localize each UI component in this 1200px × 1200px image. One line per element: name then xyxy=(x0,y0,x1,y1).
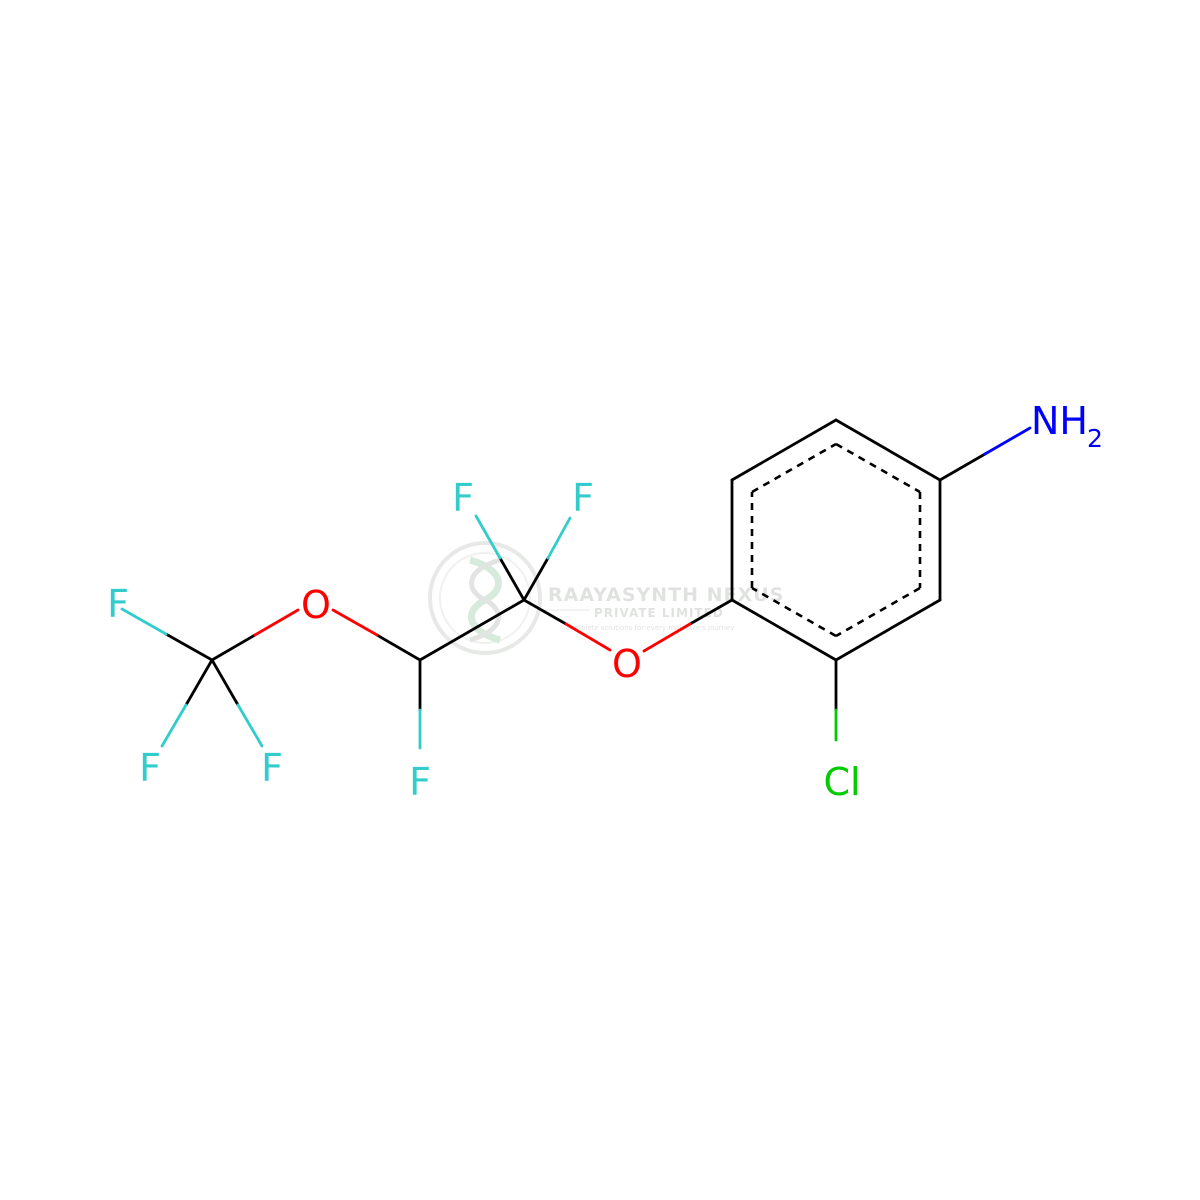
bond-f6-half xyxy=(546,516,572,560)
bond-cf3-o1-half xyxy=(210,633,257,662)
watermark-inner-ring xyxy=(439,552,531,644)
atom-cl: Cl xyxy=(823,760,860,804)
atom-f1: F xyxy=(107,582,129,626)
bond-cf2-o2-half xyxy=(522,598,568,626)
watermark-helix-strand-icon xyxy=(469,557,501,643)
bond-f1-half xyxy=(120,607,168,636)
bond-f5-half xyxy=(474,514,502,560)
watermark: RAAYASYNTH NEXUS PRIVATE LIMITED complet… xyxy=(428,541,784,655)
bond-cf3-f2-half xyxy=(184,658,214,707)
atom-f4: F xyxy=(409,760,431,804)
bond-ring-1 xyxy=(834,418,942,482)
aromatic-dash-1 xyxy=(835,442,921,494)
bond-n-half xyxy=(983,426,1032,456)
watermark-tagline: complete solutions for every molecule's … xyxy=(566,624,734,632)
hetero-bonds xyxy=(120,426,1032,750)
bond-cf2-chf xyxy=(418,598,526,662)
bond-o2-cf2-half xyxy=(564,622,612,652)
aromatic-dashes xyxy=(750,442,922,638)
atom-labels: F F F O F F F O NH 2 Cl xyxy=(107,399,1103,804)
bond-cf2-f5-half xyxy=(498,556,526,602)
bond-c-n-half xyxy=(938,452,987,482)
bond-ring-6 xyxy=(730,418,838,482)
aromatic-dash-6 xyxy=(751,442,837,494)
bond-ring-3 xyxy=(834,598,942,662)
atom-n: NH xyxy=(1031,399,1088,443)
bond-f3-half xyxy=(236,703,264,748)
bond-c-o2-half xyxy=(688,598,734,626)
bond-ring-4 xyxy=(730,598,838,662)
bond-chf-o1-half xyxy=(375,633,422,662)
atom-f5: F xyxy=(452,476,474,520)
bond-cf2-f6-half xyxy=(522,556,550,602)
atom-o1: O xyxy=(301,583,331,627)
watermark-line2: PRIVATE LIMITED xyxy=(594,606,724,620)
atom-f6: F xyxy=(572,476,594,520)
bond-o2-ring-half xyxy=(642,622,692,653)
carbon-bonds xyxy=(164,418,987,712)
watermark-name: RAAYASYNTH NEXUS xyxy=(548,584,784,606)
aromatic-dash-3 xyxy=(835,586,921,638)
bond-cf3-f1-half xyxy=(164,632,214,662)
atom-f2: F xyxy=(139,746,161,790)
aromatic-dash-4 xyxy=(751,586,837,638)
bond-cf3-f3-half xyxy=(210,658,240,707)
atom-n-subscript: 2 xyxy=(1087,424,1103,453)
bond-o1-cf3-half xyxy=(253,608,300,637)
watermark-ring xyxy=(428,541,542,655)
atom-f3: F xyxy=(261,746,283,790)
bond-o1-chf-half xyxy=(331,608,379,637)
atom-o2: O xyxy=(612,642,642,686)
bond-f2-half xyxy=(160,703,188,748)
